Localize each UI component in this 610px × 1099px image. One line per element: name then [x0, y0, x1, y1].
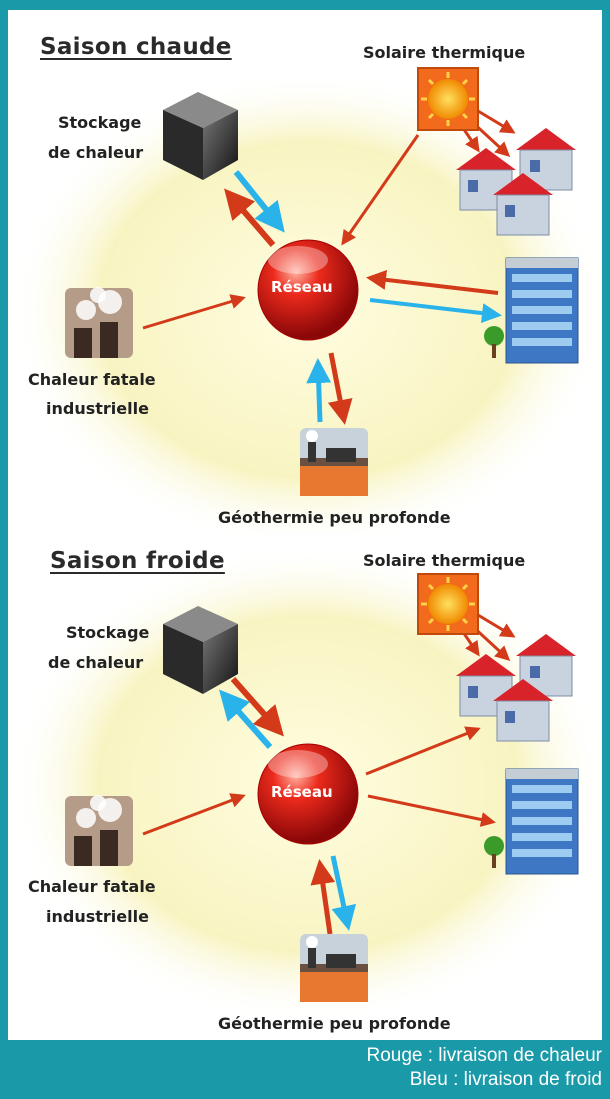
- arrow-building-to-network: [366, 269, 499, 295]
- arrow-network-to-geo-cold: [330, 855, 357, 931]
- season-title: Saison froide: [50, 548, 225, 574]
- office-building-icon: [484, 768, 579, 875]
- geo-label: Géothermie peu profonde: [218, 1014, 451, 1033]
- network-label: Réseau: [271, 278, 333, 296]
- solar-label: Solaire thermique: [363, 43, 526, 62]
- storage-label-line1: Stockage: [58, 113, 142, 132]
- flow-arrows-cold: [142, 610, 516, 935]
- industry-label-line2: industrielle: [46, 907, 149, 926]
- arrow-solar-to-network: [341, 134, 420, 246]
- factory-icon: [65, 287, 133, 358]
- legend: Rouge : livraison de chaleur Bleu : livr…: [366, 1044, 602, 1092]
- solar-label: Solaire thermique: [363, 551, 526, 570]
- storage-cube-icon: [163, 92, 238, 180]
- legend-heat: Rouge : livraison de chaleur: [366, 1045, 602, 1066]
- storage-label-line2: de chaleur: [48, 143, 144, 162]
- arrow-network-to-houses: [365, 726, 481, 776]
- arrow-solar-to-house-3: [461, 631, 480, 657]
- panel-cold-season: Saison froide Stockage de chaleur Solair…: [8, 534, 602, 1040]
- panel-hot-season: Saison chaude Stockage de chaleur Solair…: [8, 10, 602, 534]
- arrow-geo-to-network-cold: [306, 358, 332, 423]
- arrow-industry-to-network: [142, 294, 246, 330]
- arrow-network-to-geo: [327, 352, 353, 425]
- office-building-icon: [484, 257, 579, 364]
- arrow-storage-to-network: [230, 677, 284, 737]
- arrow-geo-to-network: [310, 859, 336, 935]
- storage-cube-icon: [163, 606, 238, 694]
- diagram-cold: [8, 544, 602, 1024]
- geo-label: Géothermie peu profonde: [218, 508, 451, 527]
- arrow-network-to-storage: [224, 188, 276, 247]
- storage-label-line1: Stockage: [66, 623, 150, 642]
- storage-label-line2: de chaleur: [48, 653, 144, 672]
- industry-label-line1: Chaleur fatale: [28, 877, 156, 896]
- arrow-storage-to-network-cold: [233, 170, 285, 233]
- solar-panel-icon: [417, 67, 479, 131]
- network-label: Réseau: [271, 783, 333, 801]
- arrow-industry-to-network: [142, 793, 246, 836]
- houses-icon: [456, 634, 576, 742]
- geothermal-icon: [300, 934, 368, 1002]
- arrow-solar-to-house-1: [472, 106, 516, 134]
- legend-cold: Bleu : livraison de froid: [409, 1069, 602, 1090]
- network-node: [257, 743, 359, 845]
- geothermal-icon: [300, 428, 368, 496]
- industry-label-line2: industrielle: [46, 399, 149, 418]
- arrow-network-to-storage-cold: [219, 689, 273, 749]
- houses-icon: [456, 128, 576, 236]
- network-node: [257, 239, 359, 341]
- arrow-solar-to-house-1: [472, 610, 516, 638]
- arrow-network-to-building: [367, 794, 496, 827]
- factory-icon: [65, 795, 133, 866]
- solar-panel-icon: [417, 573, 479, 635]
- diagram-hot: [8, 67, 602, 534]
- arrow-solar-to-house-3: [461, 127, 480, 153]
- arrow-network-to-building-cold: [369, 298, 502, 324]
- flow-arrows-hot: [142, 106, 516, 425]
- season-title: Saison chaude: [40, 34, 232, 60]
- industry-label-line1: Chaleur fatale: [28, 370, 156, 389]
